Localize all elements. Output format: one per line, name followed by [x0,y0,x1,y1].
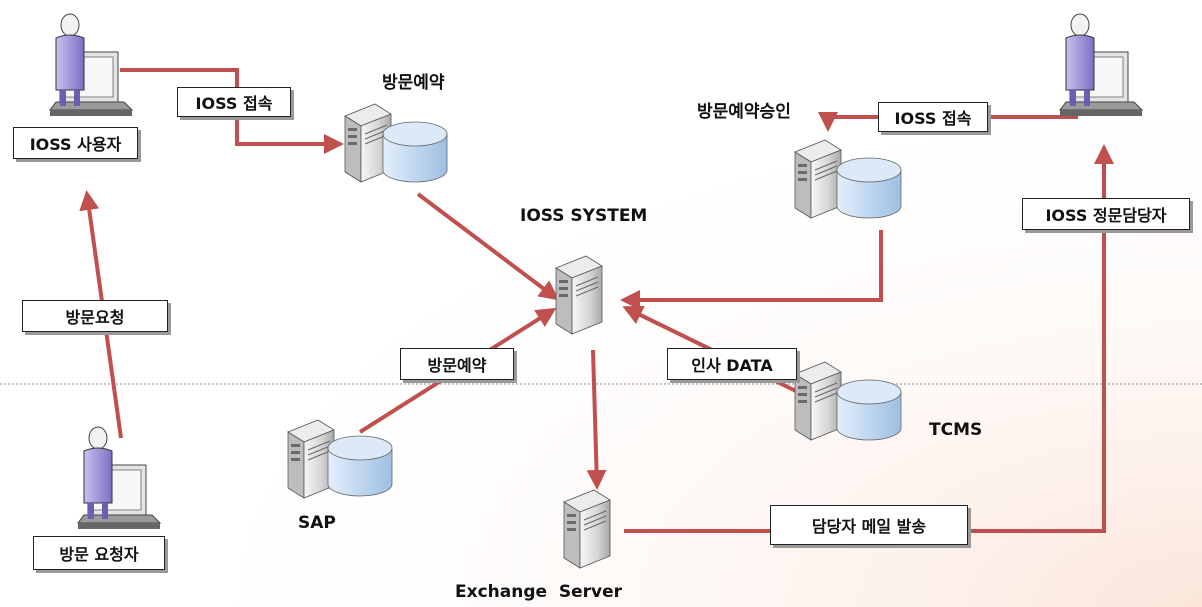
label-ioss-user: IOSS 사용자 [13,127,138,159]
label-visit-request: 방문요청 [22,300,168,332]
label-sap: SAP [298,513,336,533]
arrow-system-to-exchange [586,349,607,490]
label-visit-approval: 방문예약승인 [697,102,791,122]
arrow-approval-to-system [620,230,883,310]
server-icon [555,255,603,335]
label-ioss-system: IOSS SYSTEM [520,206,648,226]
label-exchange-server: Exchange Server [455,582,623,602]
arrow-manager-to-approval [818,112,1078,132]
label-ioss-gate-manager: IOSS 정문담당자 [1022,198,1190,230]
label-visit-reservation-top: 방문예약 [382,73,445,93]
server-icon [563,489,611,569]
label-manager-mail: 담당자 메일 발송 [770,505,968,545]
arrow-reservation-to-system [416,192,560,301]
label-ioss-connect-left: IOSS 접속 [177,87,291,117]
label-ioss-connect-right: IOSS 접속 [878,102,988,132]
label-hr-data: 인사 DATA [667,348,797,380]
label-visit-reservation-mid: 방문예약 [400,348,514,380]
label-tcms: TCMS [929,420,983,440]
label-visit-requester: 방문 요청자 [33,536,165,570]
